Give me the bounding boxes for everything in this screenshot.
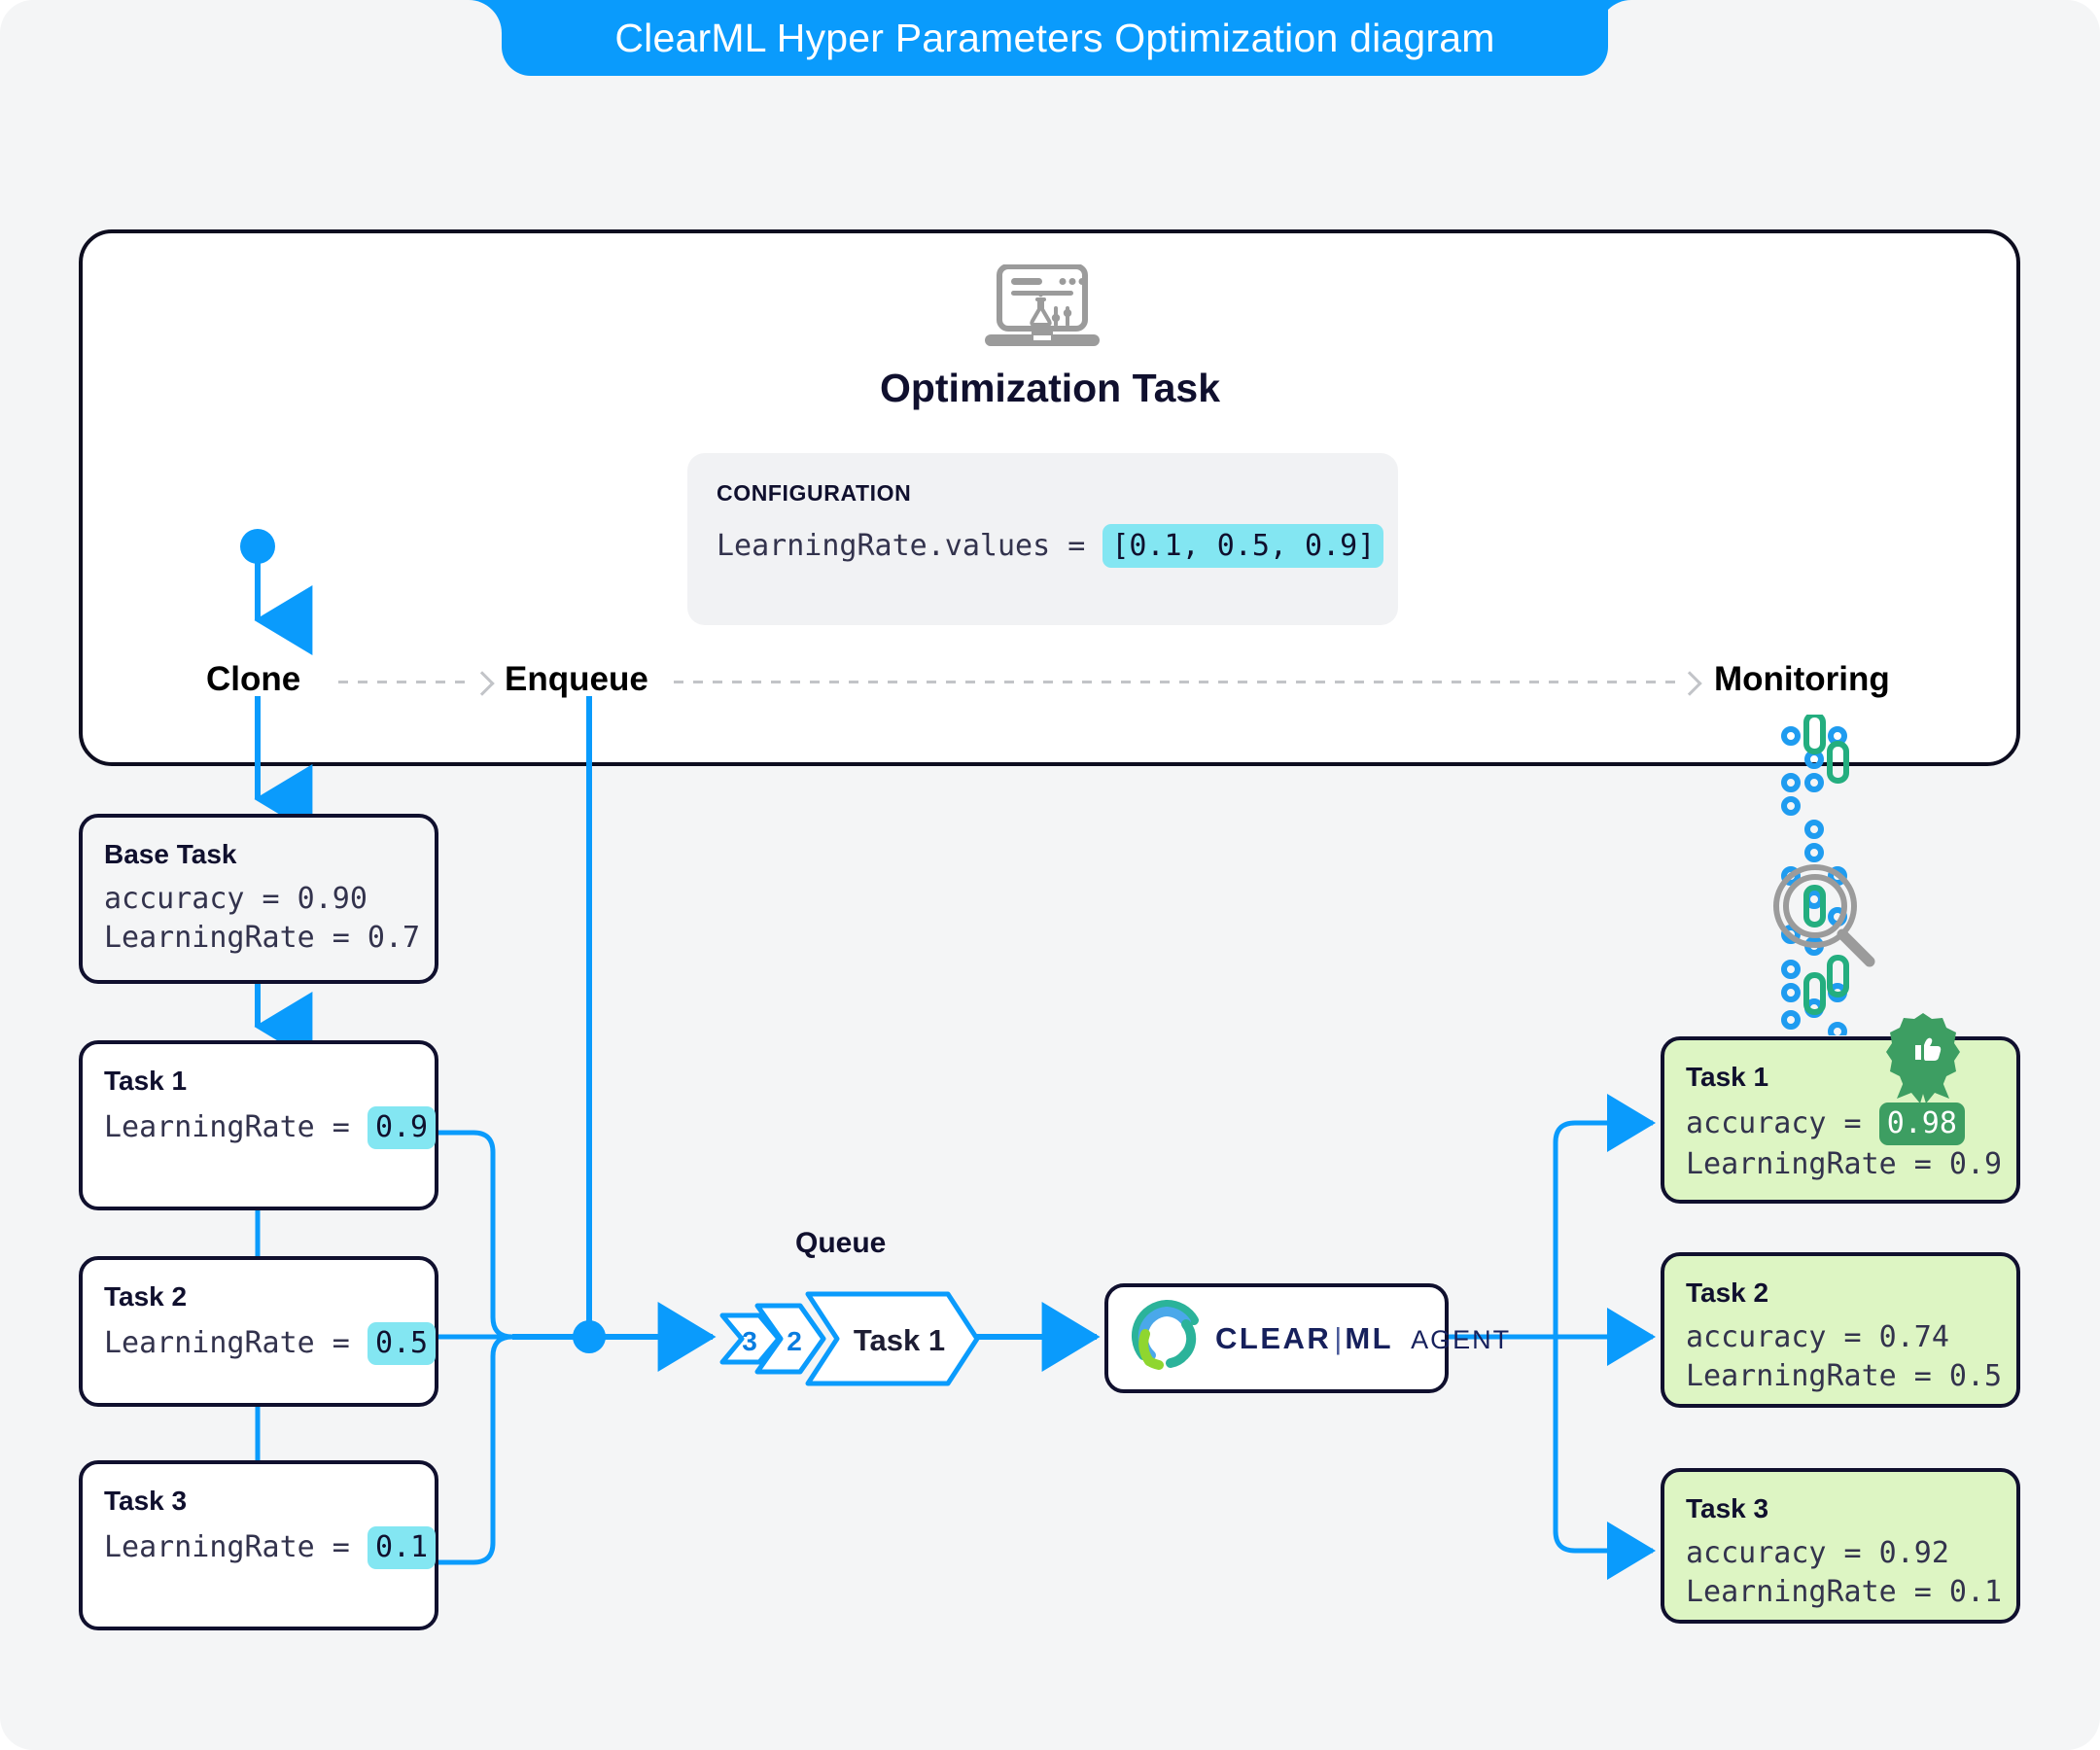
wordmark-clear: CLEAR bbox=[1215, 1321, 1331, 1356]
code-text: accuracy = bbox=[1686, 1104, 1879, 1143]
configuration-label: CONFIGURATION bbox=[717, 480, 1369, 507]
task-box-line: LearningRate = 0.9 bbox=[104, 1106, 413, 1149]
code-text: LearningRate = 0.7 bbox=[104, 919, 420, 958]
dashed-connector-enqueue-monitoring bbox=[674, 681, 1682, 683]
result-learning-rate-line: LearningRate = 0.9 bbox=[1686, 1145, 1995, 1184]
task-box-task-2[interactable]: Task 2 LearningRate = 0.5 bbox=[79, 1256, 438, 1407]
stage-label-enqueue: Enqueue bbox=[505, 660, 648, 699]
clearml-agent-box[interactable]: CLEAR | ML AGENT bbox=[1104, 1283, 1449, 1393]
award-ribbon-icon bbox=[1881, 1011, 1965, 1109]
result-accuracy-line: accuracy = 0.92 bbox=[1686, 1534, 1995, 1573]
task-box-title: Task 1 bbox=[104, 1066, 413, 1097]
result-box-title: Task 2 bbox=[1686, 1278, 1995, 1309]
clearml-logo-icon bbox=[1130, 1299, 1204, 1378]
task-box-base-task[interactable]: Base Task accuracy = 0.90 LearningRate =… bbox=[79, 814, 438, 984]
queue-group[interactable]: 3 2 Task 1 bbox=[715, 1288, 982, 1395]
result-accuracy-line: accuracy = 0.74 bbox=[1686, 1318, 1995, 1357]
configuration-expression: LearningRate.values = [0.1, 0.5, 0.9] bbox=[717, 524, 1369, 568]
code-text: LearningRate = bbox=[104, 1324, 368, 1363]
clearml-agent-wordmark: CLEAR | ML AGENT bbox=[1215, 1321, 1511, 1356]
task-box-title: Base Task bbox=[104, 839, 413, 870]
page-title: ClearML Hyper Parameters Optimization di… bbox=[614, 16, 1494, 61]
task-box-task-3[interactable]: Task 3 LearningRate = 0.1 bbox=[79, 1460, 438, 1630]
wordmark-agent: AGENT bbox=[1411, 1325, 1511, 1355]
code-text: LearningRate = 0.9 bbox=[1686, 1145, 2002, 1184]
result-learning-rate-line: LearningRate = 0.5 bbox=[1686, 1357, 1995, 1396]
task-box-title: Task 3 bbox=[104, 1486, 413, 1517]
configuration-expression-prefix: LearningRate.values = bbox=[717, 529, 1102, 563]
title-banner: ClearML Hyper Parameters Optimization di… bbox=[502, 0, 1608, 76]
stage-label-monitoring: Monitoring bbox=[1714, 660, 1890, 699]
laptop-experiment-icon bbox=[983, 264, 1102, 353]
code-text: LearningRate = bbox=[104, 1108, 368, 1147]
task-box-task-1[interactable]: Task 1 LearningRate = 0.9 bbox=[79, 1040, 438, 1210]
svg-text:2: 2 bbox=[787, 1326, 802, 1356]
result-box-title: Task 3 bbox=[1686, 1493, 1995, 1524]
dashed-connector-clone-enqueue bbox=[338, 681, 474, 683]
svg-text:Task 1: Task 1 bbox=[854, 1323, 945, 1357]
configuration-box: CONFIGURATION LearningRate.values = [0.1… bbox=[687, 453, 1398, 625]
code-text: LearningRate = 0.5 bbox=[1686, 1357, 2002, 1396]
optimization-task-title: Optimization Task bbox=[0, 366, 2100, 411]
configuration-values: [0.1, 0.5, 0.9] bbox=[1102, 524, 1383, 568]
code-text: accuracy = 0.90 bbox=[104, 880, 368, 919]
task-box-line: accuracy = 0.90 bbox=[104, 880, 413, 919]
result-learning-rate-line: LearningRate = 0.1 bbox=[1686, 1573, 1995, 1612]
learning-rate-value: 0.5 bbox=[368, 1322, 436, 1365]
learning-rate-value: 0.1 bbox=[368, 1526, 436, 1569]
code-text: accuracy = 0.74 bbox=[1686, 1318, 1949, 1357]
task-box-line: LearningRate = 0.7 bbox=[104, 919, 413, 958]
monitoring-stream-decoration bbox=[1769, 715, 1886, 1040]
code-text: LearningRate = 0.1 bbox=[1686, 1573, 2002, 1612]
code-text: accuracy = 0.92 bbox=[1686, 1534, 1949, 1573]
wordmark-ml: ML bbox=[1345, 1321, 1393, 1356]
task-box-title: Task 2 bbox=[104, 1281, 413, 1312]
wordmark-separator: | bbox=[1334, 1321, 1342, 1356]
banner-flare-left bbox=[469, 0, 502, 33]
code-text: LearningRate = bbox=[104, 1528, 368, 1567]
result-box-task-1[interactable]: Task 1 accuracy = 0.98 LearningRate = 0.… bbox=[1661, 1036, 2020, 1204]
task-box-line: LearningRate = 0.5 bbox=[104, 1322, 413, 1365]
learning-rate-value: 0.9 bbox=[368, 1106, 436, 1149]
stage-label-clone: Clone bbox=[206, 660, 300, 699]
svg-text:3: 3 bbox=[742, 1326, 757, 1356]
result-box-task-3[interactable]: Task 3 accuracy = 0.92 LearningRate = 0.… bbox=[1661, 1468, 2020, 1624]
result-box-task-2[interactable]: Task 2 accuracy = 0.74 LearningRate = 0.… bbox=[1661, 1252, 2020, 1408]
task-box-line: LearningRate = 0.1 bbox=[104, 1526, 413, 1569]
queue-label: Queue bbox=[795, 1227, 886, 1260]
